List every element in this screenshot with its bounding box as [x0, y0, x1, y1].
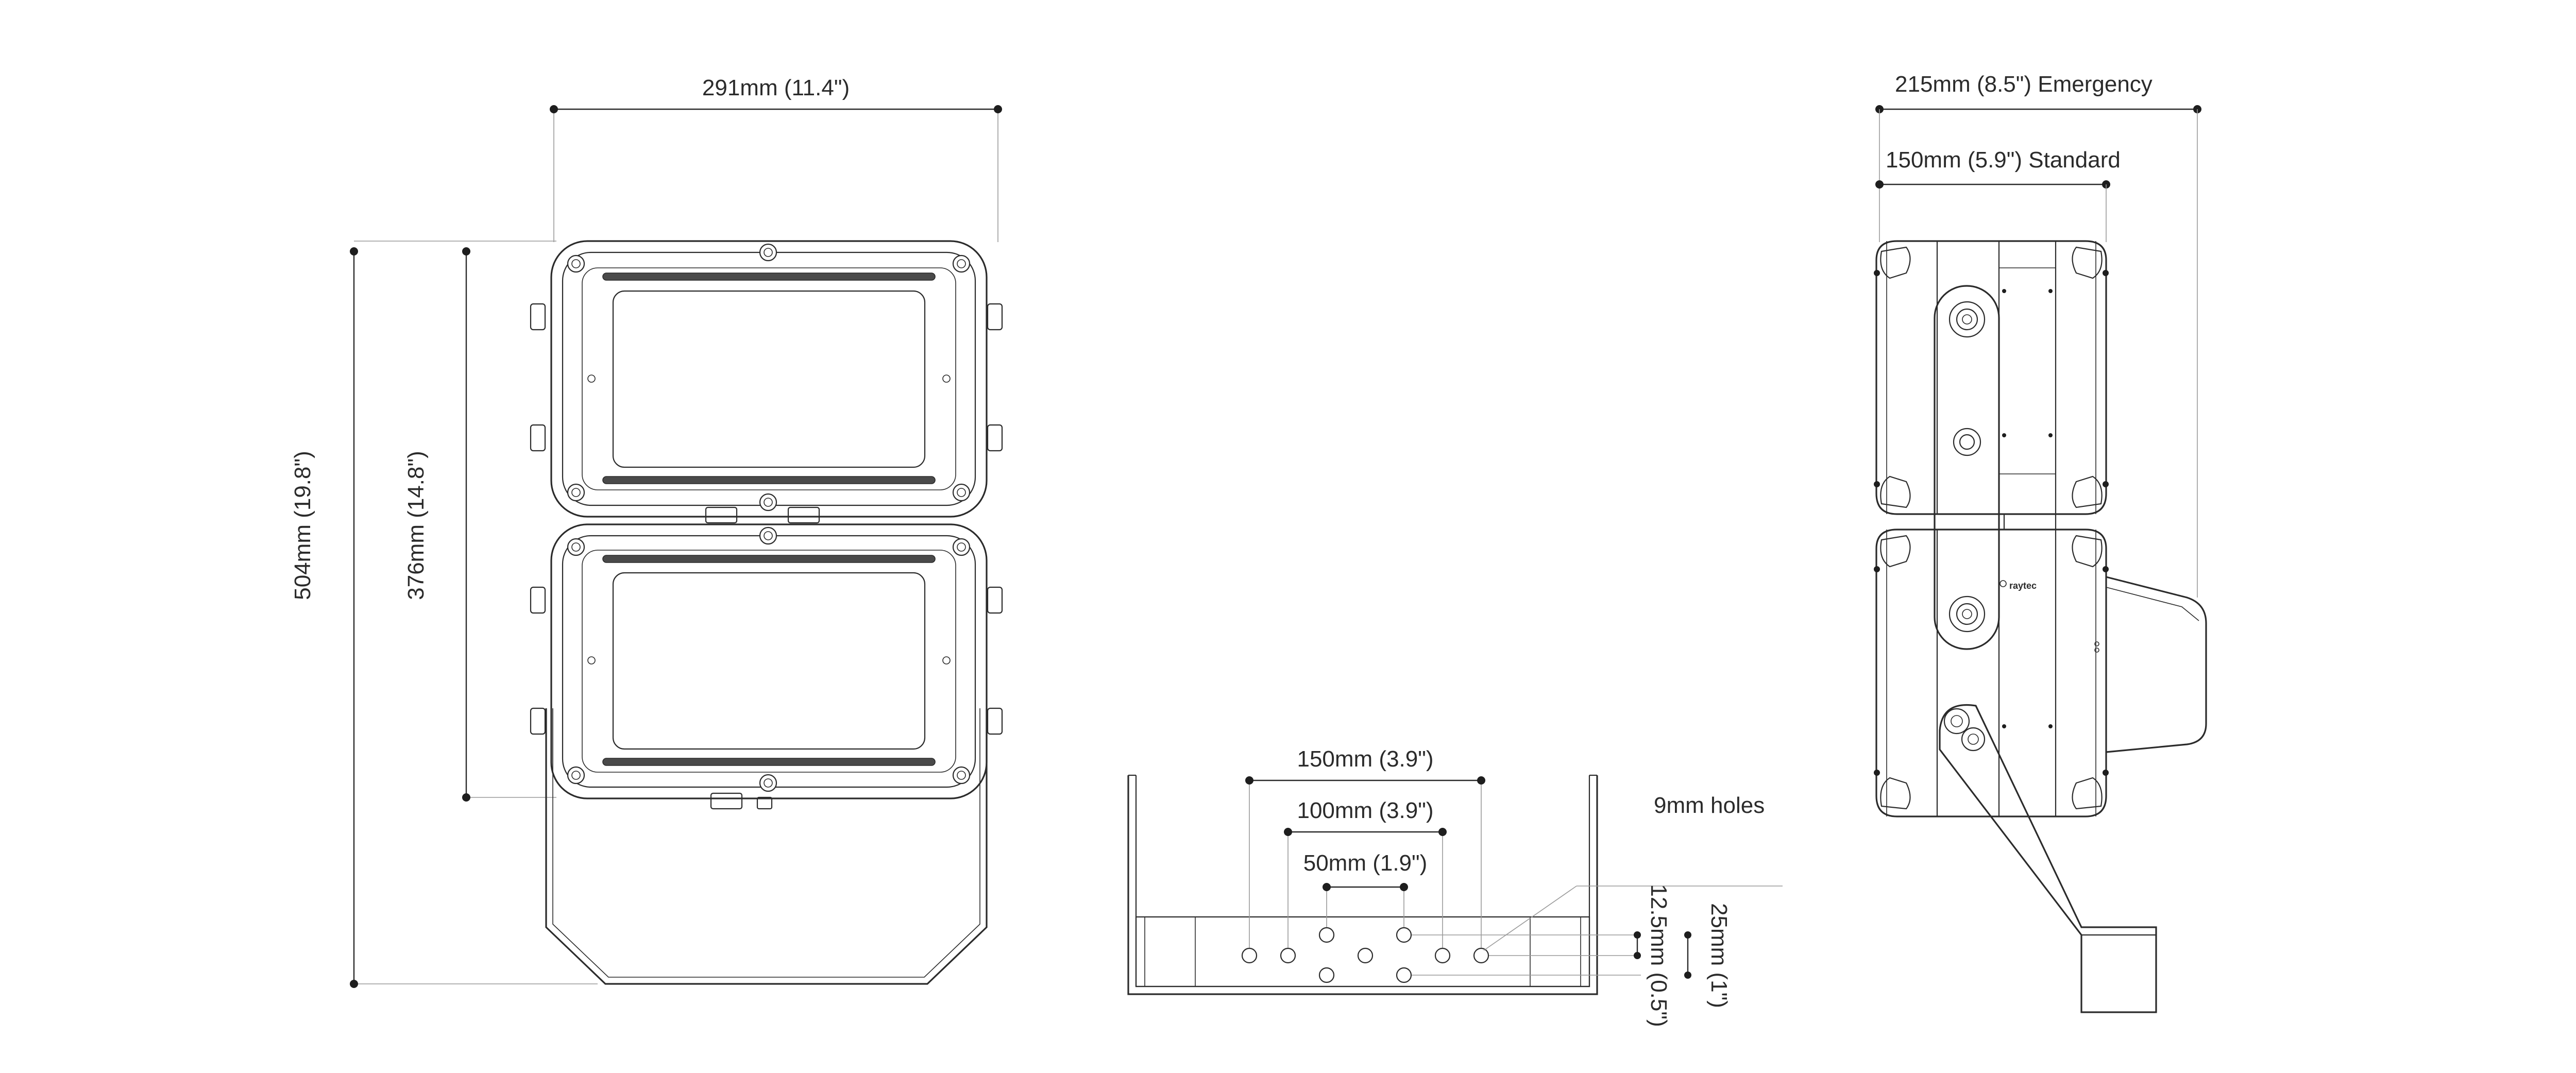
bottom-module — [550, 523, 988, 799]
bracket-50-label: 50mm (1.9") — [1303, 850, 1428, 876]
front-view: 291mm (11.4") 504mm (19.8") 376mm (14.8"… — [290, 75, 1003, 988]
bracket-150-label: 150mm (3.9") — [1297, 746, 1433, 772]
front-height-label: 504mm (19.8") — [290, 451, 315, 600]
side-emergency-label: 215mm (8.5") Emergency — [1895, 72, 2153, 97]
side-standard-label: 150mm (5.9") Standard — [1886, 147, 2121, 173]
bracket-12-5-label: 12.5mm (0.5") — [1646, 884, 1671, 1027]
bracket-view: 150mm (3.9") 100mm (3.9") 50mm (1.9") 9m… — [1127, 746, 1783, 1027]
bracket-100-label: 100mm (3.9") — [1297, 798, 1433, 823]
side-bottom-module: raytec — [1874, 529, 2109, 817]
front-body-height-label: 376mm (14.8") — [403, 451, 429, 600]
top-module — [550, 240, 988, 518]
front-width-label: 291mm (11.4") — [702, 75, 850, 100]
bracket-holes-label: 9mm holes — [1654, 793, 1765, 818]
side-brand-label: raytec — [2009, 581, 2037, 591]
bracket-25-label: 25mm (1") — [1706, 903, 1732, 1008]
side-view: 215mm (8.5") Emergency 150mm (5.9") Stan… — [1874, 72, 2207, 1013]
side-top-module — [1874, 240, 2109, 515]
